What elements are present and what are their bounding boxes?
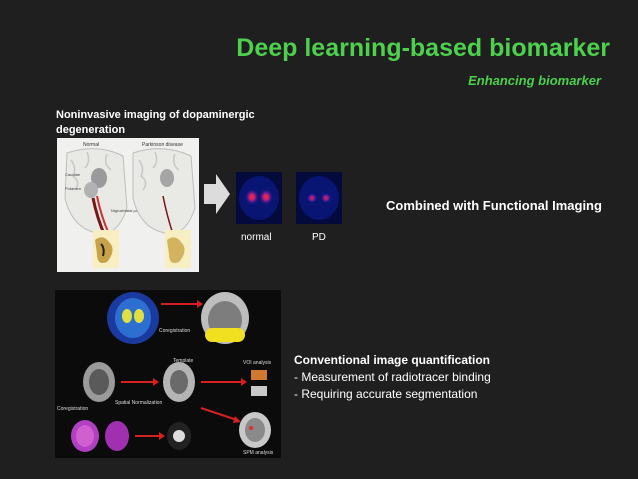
putamen-label: Putamen [65, 186, 81, 191]
coregistration-label: Coregistration [159, 328, 190, 334]
coregistration2-label: Coregistration [57, 406, 88, 412]
arrow-right-icon [204, 174, 230, 214]
imaging-caption: Noninvasive imaging of dopaminergic dege… [56, 109, 255, 136]
dopaminergic-illustration: Normal Parkinson disease Caudate Putamen… [57, 138, 199, 272]
spm-label: SPM analysis [243, 450, 274, 456]
quantification-title: Conventional image quantification [294, 353, 491, 367]
normal-scan-label: normal [241, 232, 272, 243]
quantification-line-2: - Requiring accurate segmentation [294, 387, 478, 401]
caudate-label: Caudate [65, 172, 81, 177]
quantification-workflow-graphic: Coregistration Template VOI analysis Cor… [57, 292, 274, 456]
voi-label: VOI analysis [243, 360, 272, 366]
pathway-label: Nigrostriatal pathway [111, 208, 148, 213]
pd-scan-label: PD [312, 232, 326, 243]
normal-scan-image [236, 172, 282, 224]
normal-illustration-label: Normal [83, 142, 99, 148]
quantification-text-block: Conventional image quantification - Meas… [294, 352, 624, 403]
template-label: Template [173, 358, 194, 364]
brain-illustration-graphic: Normal Parkinson disease Caudate Putamen… [64, 142, 196, 268]
pd-scan-image [296, 172, 342, 224]
functional-imaging-text: Combined with Functional Imaging [386, 198, 602, 213]
pd-illustration-label: Parkinson disease [142, 142, 183, 148]
quantification-diagram: Coregistration Template VOI analysis Cor… [55, 290, 281, 458]
spatial-normalization-label: Spatial Normalization [115, 400, 162, 406]
slide-subtitle: Enhancing biomarker [468, 73, 601, 88]
quantification-line-1: - Measurement of radiotracer binding [294, 370, 491, 384]
slide-title: Deep learning-based biomarker [236, 34, 610, 62]
